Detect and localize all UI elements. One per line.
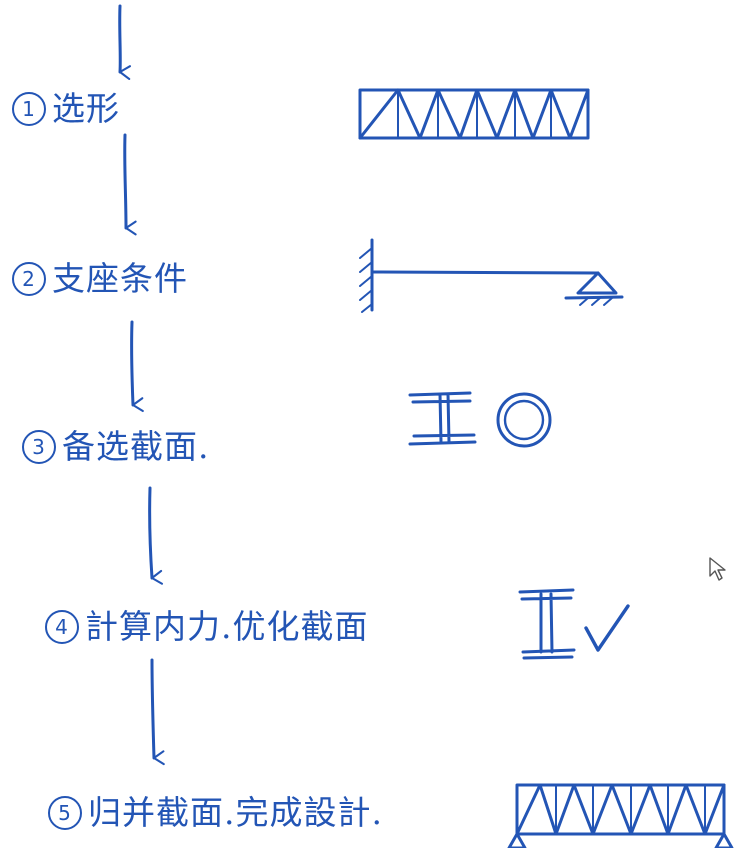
propped-cantilever-drawing [359, 238, 624, 313]
flow-arrow-2-3 [130, 320, 144, 413]
flow-arrow-4-5 [150, 658, 165, 766]
flow-arrow-1-2 [123, 133, 137, 236]
i-beam-and-circle-drawing [408, 391, 552, 448]
step-text: 选形 [52, 89, 120, 128]
step-number: 1 [12, 92, 46, 126]
flow-arrow-top [118, 4, 131, 80]
flat-truss-drawing [358, 88, 590, 140]
step-text: 备选截面. [62, 427, 210, 466]
mouse-pointer-icon [709, 557, 726, 581]
i-beam-checkmark-drawing [518, 588, 630, 660]
step-number: 5 [48, 796, 82, 830]
flow-arrow-3-4 [148, 486, 164, 585]
supported-truss-drawing [507, 783, 734, 848]
step-number: 2 [12, 262, 46, 296]
step-text: 計算内力.优化截面 [85, 607, 369, 646]
step-text: 归并截面.完成設計. [88, 793, 383, 832]
step-number: 4 [45, 610, 79, 644]
step-number: 3 [22, 430, 56, 464]
step-text: 支座条件 [52, 259, 188, 298]
